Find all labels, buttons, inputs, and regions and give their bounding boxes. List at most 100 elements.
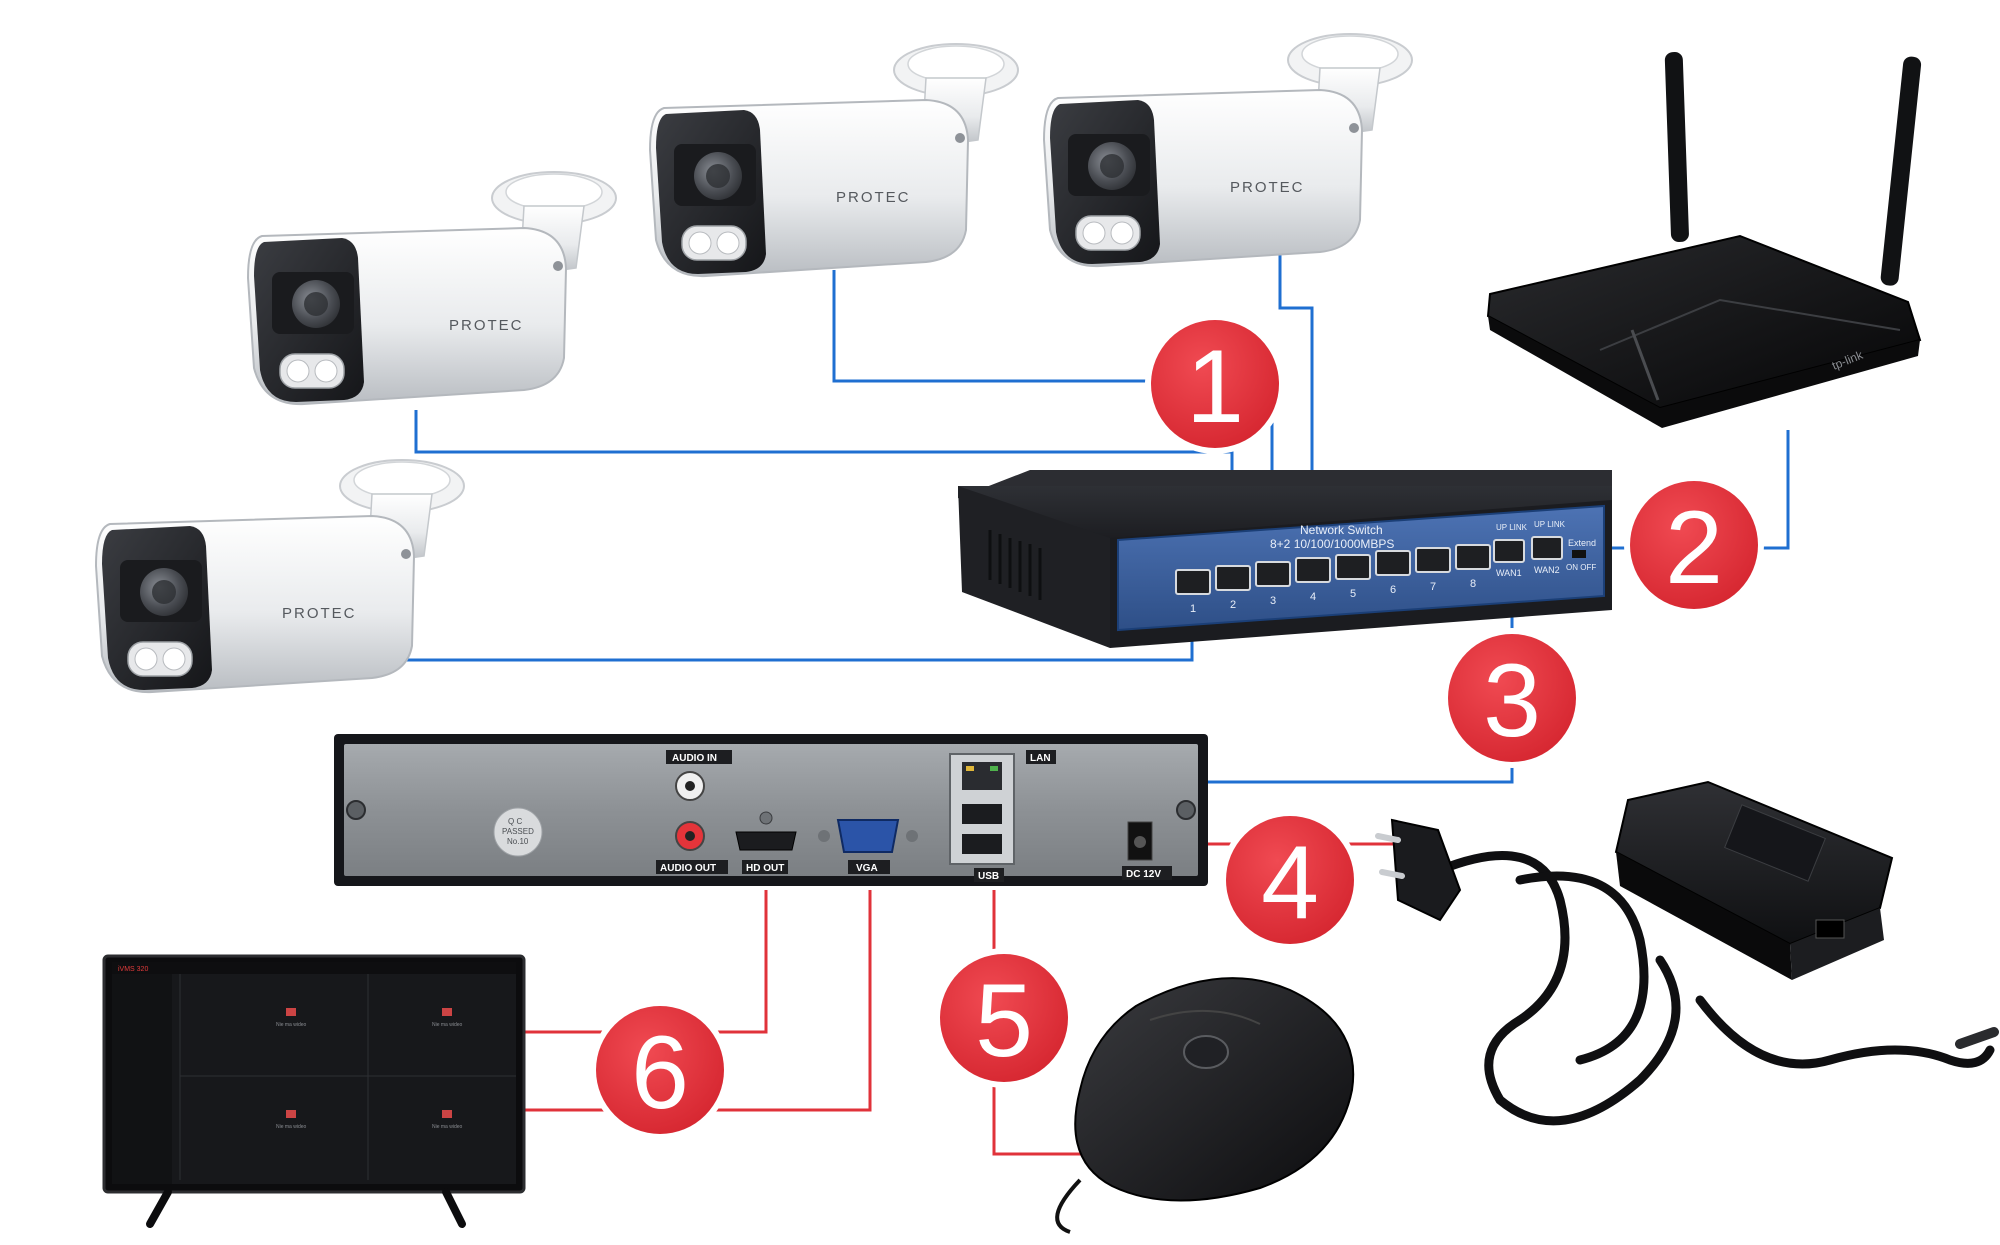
- badge-number: 2: [1665, 490, 1723, 606]
- usb-port-2: [962, 834, 1002, 854]
- camera-4: PROTEC: [95, 459, 465, 694]
- power-supply: [1375, 780, 1999, 1126]
- lan-label: LAN: [1030, 753, 1051, 764]
- monitor-screen: [112, 962, 516, 1184]
- poe-switch: Network Switch 8+2 10/100/1000MBPS 1 2 3…: [958, 470, 1612, 648]
- switch-extend-label: Extend: [1568, 538, 1596, 548]
- switch-wan1-label: WAN1: [1496, 568, 1522, 578]
- camera-placeholder-icons: [286, 1008, 452, 1118]
- screw-icon: [1176, 800, 1196, 820]
- mouse-wheel: [1183, 1035, 1229, 1069]
- psu-brick: [1614, 780, 1894, 946]
- mouse-cable: [1055, 1178, 1082, 1234]
- badge-6: 6: [590, 1000, 730, 1140]
- switch-port-4: [1295, 557, 1331, 583]
- switch-port-number: 4: [1310, 591, 1316, 603]
- audio-in-label: AUDIO IN: [672, 753, 717, 764]
- switch-port-6: [1375, 550, 1411, 576]
- mouse: [1055, 977, 1355, 1234]
- usb-label-bg: [974, 868, 1004, 882]
- switch-uplink-label: UP LINK: [1496, 523, 1528, 532]
- badge-number: 1: [1186, 329, 1244, 445]
- switch-port-number: 2: [1230, 599, 1236, 611]
- switch-port-3: [1255, 561, 1291, 587]
- psu-iec-socket: [1815, 919, 1845, 939]
- psu-label: [1724, 804, 1826, 882]
- dc-label: DC 12V: [1126, 869, 1161, 880]
- monitor-leg-right: [442, 1188, 466, 1228]
- qc-line2: PASSED: [502, 827, 534, 836]
- vga-port: [836, 819, 900, 853]
- power-plug: [1390, 818, 1462, 922]
- camera-icon: [442, 1110, 452, 1118]
- monitor-sidebar: [112, 974, 172, 1184]
- screw-icon: [346, 800, 366, 820]
- badge-number: 3: [1483, 643, 1541, 759]
- switch-port-number: 6: [1390, 584, 1396, 596]
- monitor-tile-text: Nie ma wideo: [432, 1124, 463, 1130]
- switch-port-5: [1335, 554, 1371, 580]
- camera-1: PROTEC: [247, 171, 617, 406]
- monitor-tile-text: Nie ma wideo: [276, 1124, 307, 1130]
- badge-number: 5: [975, 963, 1033, 1079]
- mouse-body: [1074, 977, 1355, 1202]
- switch-wan2-port: [1531, 536, 1563, 560]
- camera-3: PROTEC: [1043, 33, 1413, 268]
- qc-line1: Q C: [508, 817, 522, 826]
- nvr-recorder: Q C PASSED No.10 AUDIO IN AUDIO OUT HD O…: [334, 734, 1208, 886]
- camera-icon: [286, 1110, 296, 1118]
- hdout-label-bg: [742, 860, 788, 874]
- badge-3: 3: [1442, 628, 1582, 768]
- switch-port-number: 5: [1350, 588, 1356, 600]
- monitor-tile-text: Nie ma wideo: [432, 1022, 463, 1028]
- switch-port-number: 8: [1470, 578, 1476, 590]
- dc-barrel-plug: [1955, 1027, 1999, 1049]
- lan-label-bg: [1026, 750, 1056, 764]
- audio-out-label: AUDIO OUT: [660, 863, 716, 874]
- badge-4: 4: [1220, 810, 1360, 950]
- switch-port-8: [1455, 544, 1491, 570]
- camera-icon: [442, 1008, 452, 1016]
- vga-label-bg: [848, 860, 890, 874]
- router-antenna-right: [1880, 56, 1922, 286]
- monitor: iVMS 320 Nie ma wideo Nie ma wideo Nie m…: [102, 954, 526, 1228]
- switch-port-number: 3: [1270, 595, 1276, 607]
- hdmi-port: [735, 831, 797, 851]
- switch-port-2: [1215, 565, 1251, 591]
- switch-extend-toggle: [1572, 550, 1586, 558]
- switch-wan2-label: WAN2: [1534, 565, 1560, 575]
- switch-onoff-label: ON OFF: [1566, 563, 1596, 572]
- badge-number: 6: [631, 1015, 689, 1131]
- switch-title-line1: Network Switch: [1300, 523, 1383, 537]
- power-cable: [1435, 851, 1995, 1126]
- audio-in-label-bg: [666, 750, 732, 764]
- usb-label: USB: [978, 871, 999, 882]
- vga-label: VGA: [856, 863, 878, 874]
- badge-5: 5: [934, 948, 1074, 1088]
- monitor-tile-text: Nie ma wideo: [276, 1022, 307, 1028]
- dc-label-bg: [1122, 866, 1172, 880]
- qc-line3: No.10: [507, 837, 529, 846]
- switch-wan1-port: [1493, 539, 1525, 563]
- camera-icon: [286, 1008, 296, 1016]
- nvr-back-panel: [344, 744, 1198, 876]
- hdout-label: HD OUT: [746, 863, 784, 874]
- camera-brand-label: PROTEC: [449, 317, 524, 334]
- camera-brand-label: PROTEC: [1230, 179, 1305, 196]
- badge-number: 4: [1261, 825, 1319, 941]
- badge-2: 2: [1624, 475, 1764, 615]
- monitor-app-title: iVMS 320: [118, 966, 148, 973]
- camera-brand-label: PROTEC: [282, 605, 357, 622]
- switch-ports: [1175, 544, 1491, 595]
- switch-port-number: 1: [1190, 603, 1196, 615]
- badge-1: 1: [1145, 314, 1285, 454]
- switch-uplink-label: UP LINK: [1534, 520, 1566, 529]
- switch-port-number: 7: [1430, 581, 1436, 593]
- router: tp-link: [1486, 52, 1922, 428]
- audio-out-label-bg: [656, 860, 728, 874]
- switch-port-7: [1415, 547, 1451, 573]
- qc-sticker: [493, 807, 543, 857]
- usb-port-1: [962, 804, 1002, 824]
